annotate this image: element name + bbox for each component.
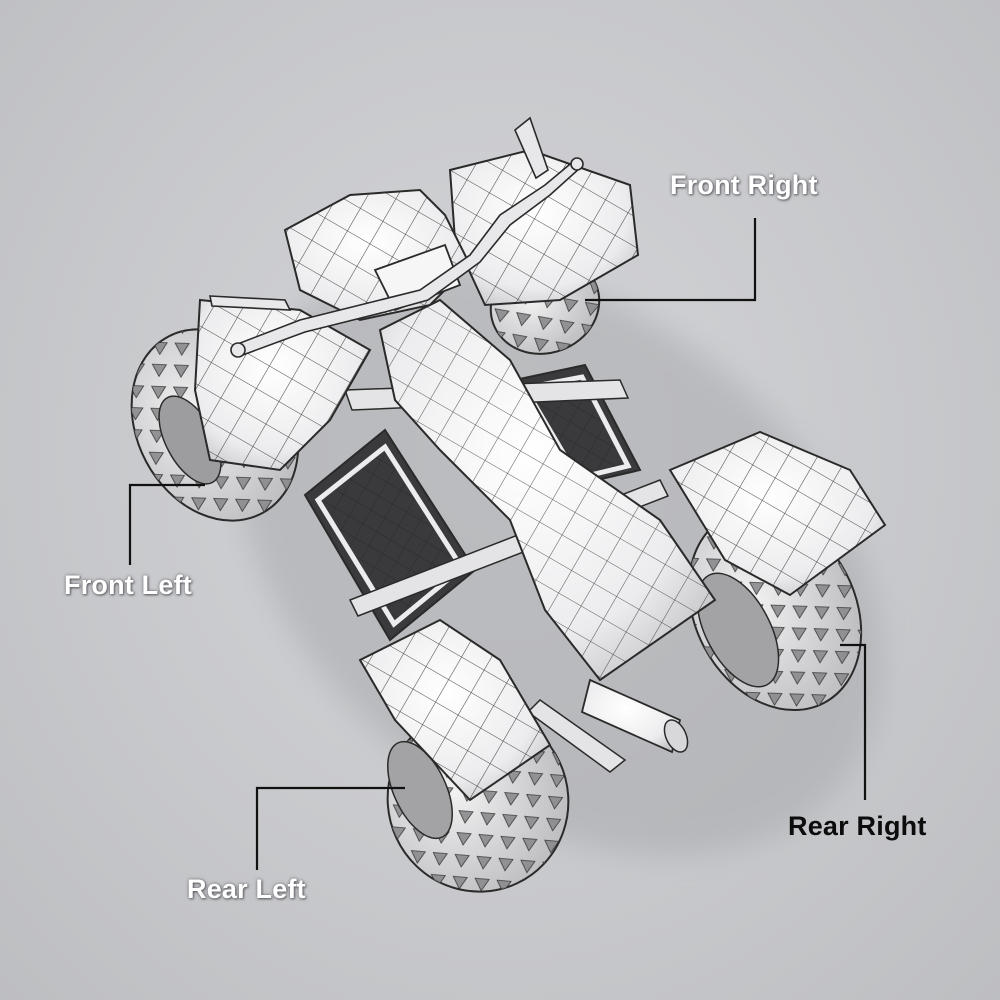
label-front-left: Front Left bbox=[64, 570, 192, 600]
rear-right-fender bbox=[668, 430, 887, 597]
seat bbox=[378, 298, 717, 682]
label-front-right: Front Right bbox=[670, 170, 818, 200]
leader-line-rear-left bbox=[255, 786, 405, 870]
leader-line-front-right bbox=[585, 218, 757, 302]
exhaust-pipe bbox=[580, 678, 689, 754]
leader-lines bbox=[128, 218, 867, 870]
display-panel bbox=[373, 243, 462, 312]
front-right-fender bbox=[448, 148, 640, 307]
leader-line-front-left bbox=[128, 483, 205, 565]
leader-line-rear-right bbox=[840, 643, 867, 800]
label-rear-right: Rear Right bbox=[788, 811, 927, 841]
handlebar bbox=[209, 116, 584, 358]
rear-left-fender bbox=[358, 618, 552, 802]
label-rear-left: Rear Left bbox=[187, 874, 306, 904]
